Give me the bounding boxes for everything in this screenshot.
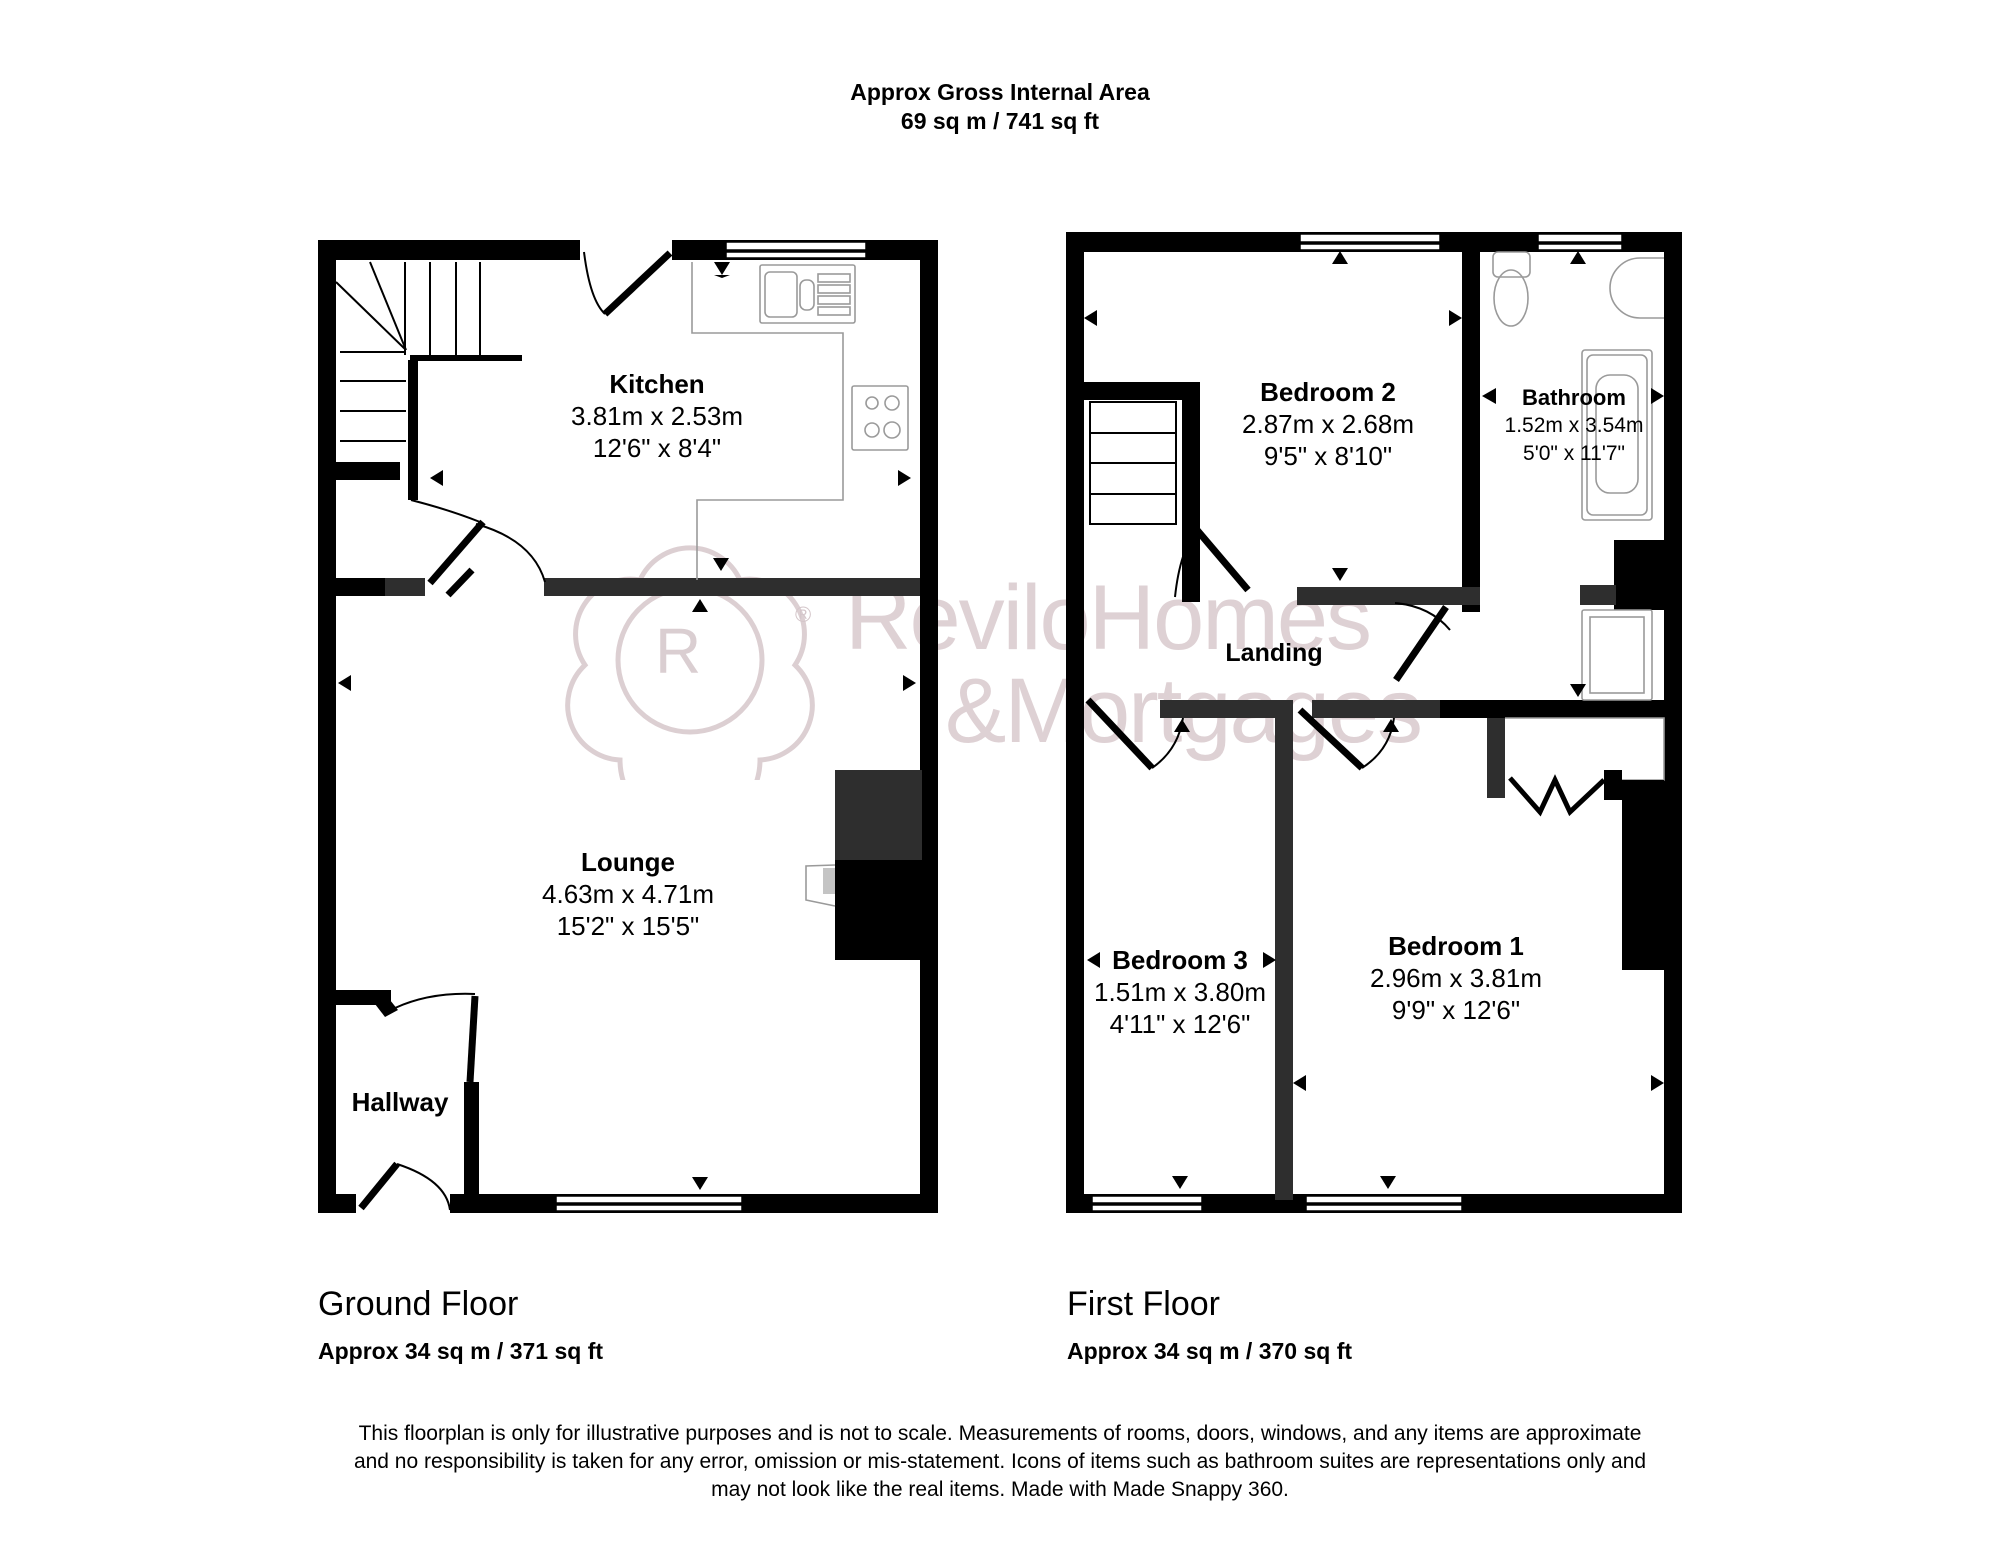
room-label-landing: Landing [1225, 637, 1322, 669]
room-label-kitchen: Kitchen 3.81m x 2.53m 12'6" x 8'4" [571, 368, 743, 464]
first-floor-plan [1066, 232, 1682, 1213]
room-name: Bathroom [1522, 385, 1626, 410]
room-imperial: 4'11" x 12'6" [1109, 1009, 1251, 1039]
registered-mark: ® [795, 602, 812, 627]
ground-floor-title: Ground Floor [318, 1285, 519, 1323]
room-metric: 2.96m x 3.81m [1370, 963, 1542, 993]
room-imperial: 9'9" x 12'6" [1391, 995, 1521, 1025]
room-label-bedroom-2: Bedroom 2 2.87m x 2.68m 9'5" x 8'10" [1242, 376, 1414, 472]
watermark-logo-letter: R [655, 615, 701, 687]
room-metric: 1.52m x 3.54m [1504, 414, 1644, 437]
room-name: Bedroom 3 [1112, 945, 1248, 975]
room-imperial: 5'0" x 11'7" [1523, 442, 1625, 465]
room-imperial: 12'6" x 8'4" [592, 433, 722, 463]
room-metric: 2.87m x 2.68m [1242, 409, 1414, 439]
room-label-bedroom-3: Bedroom 3 1.51m x 3.80m 4'11" x 12'6" [1094, 944, 1266, 1040]
room-imperial: 15'2" x 15'5" [556, 911, 700, 941]
room-name: Lounge [581, 847, 675, 877]
disclaimer: This floorplan is only for illustrative … [0, 1420, 2000, 1504]
room-label-lounge: Lounge 4.63m x 4.71m 15'2" x 15'5" [542, 846, 714, 942]
first-floor-title: First Floor [1067, 1285, 1220, 1323]
room-imperial: 9'5" x 8'10" [1263, 441, 1393, 471]
room-name: Bedroom 2 [1260, 377, 1396, 407]
disclaimer-line-2: and no responsibility is taken for any e… [353, 1450, 1647, 1473]
header-total-area: 69 sq m / 741 sq ft [900, 108, 1100, 134]
disclaimer-line-3: may not look like the real items. Made w… [711, 1478, 1289, 1501]
room-name: Bedroom 1 [1388, 931, 1524, 961]
room-name: Hallway [351, 1087, 449, 1117]
room-name: Kitchen [609, 369, 705, 399]
room-label-hallway: Hallway [352, 1086, 449, 1118]
room-metric: 4.63m x 4.71m [542, 879, 714, 909]
room-metric: 3.81m x 2.53m [571, 401, 743, 431]
room-label-bedroom-1: Bedroom 1 2.96m x 3.81m 9'9" x 12'6" [1370, 930, 1542, 1026]
disclaimer-line-1: This floorplan is only for illustrative … [358, 1422, 1642, 1445]
room-name: Landing [1225, 639, 1323, 667]
first-floor-area: Approx 34 sq m / 370 sq ft [1067, 1338, 1353, 1364]
header-title: Approx Gross Internal Area [850, 79, 1150, 105]
ground-floor-plan [318, 240, 938, 1213]
ground-floor-area: Approx 34 sq m / 371 sq ft [318, 1338, 604, 1364]
room-label-bathroom: Bathroom 1.52m x 3.54m 5'0" x 11'7" [1505, 384, 1644, 468]
room-metric: 1.51m x 3.80m [1094, 977, 1266, 1007]
